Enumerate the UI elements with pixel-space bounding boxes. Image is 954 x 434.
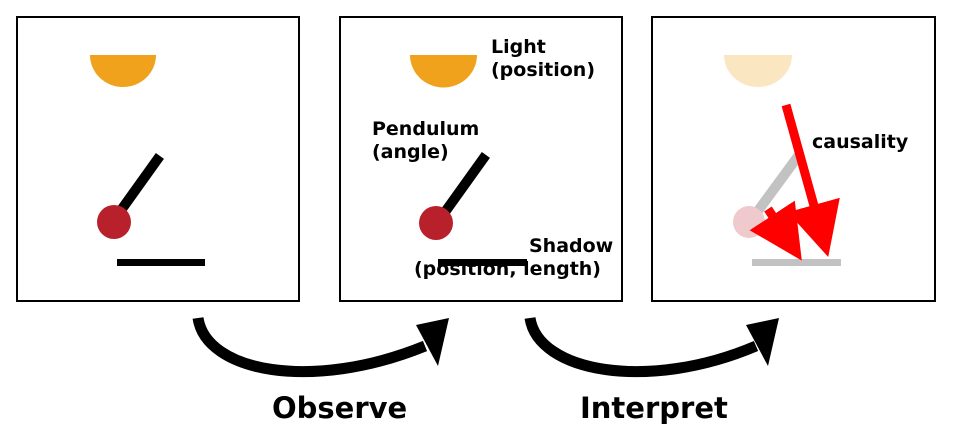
interpret-label: Interpret [580, 391, 728, 425]
flow-arrows [192, 316, 779, 377]
light-label-line-1: Light [491, 36, 546, 58]
causality-label: causality [812, 131, 909, 153]
light-label-line-2: (position) [491, 59, 596, 82]
panel-original-scene [16, 16, 300, 302]
interpret-arrow [524, 316, 779, 377]
shadow-label-line-1: Shadow [529, 235, 614, 257]
observe-arrow [192, 316, 449, 377]
pendulum-label-line-1: Pendulum [372, 118, 480, 140]
panel-causal-scene [651, 16, 936, 302]
shadow-label: Shadow (position, length) [414, 235, 613, 281]
pendulum-label: Pendulum (angle) [372, 118, 479, 164]
observe-label: Observe [272, 391, 408, 425]
shadow-label-line-2: (position, length) [414, 258, 601, 281]
light-label: Light (position) [491, 36, 595, 82]
pendulum-label-line-2: (angle) [372, 141, 449, 164]
